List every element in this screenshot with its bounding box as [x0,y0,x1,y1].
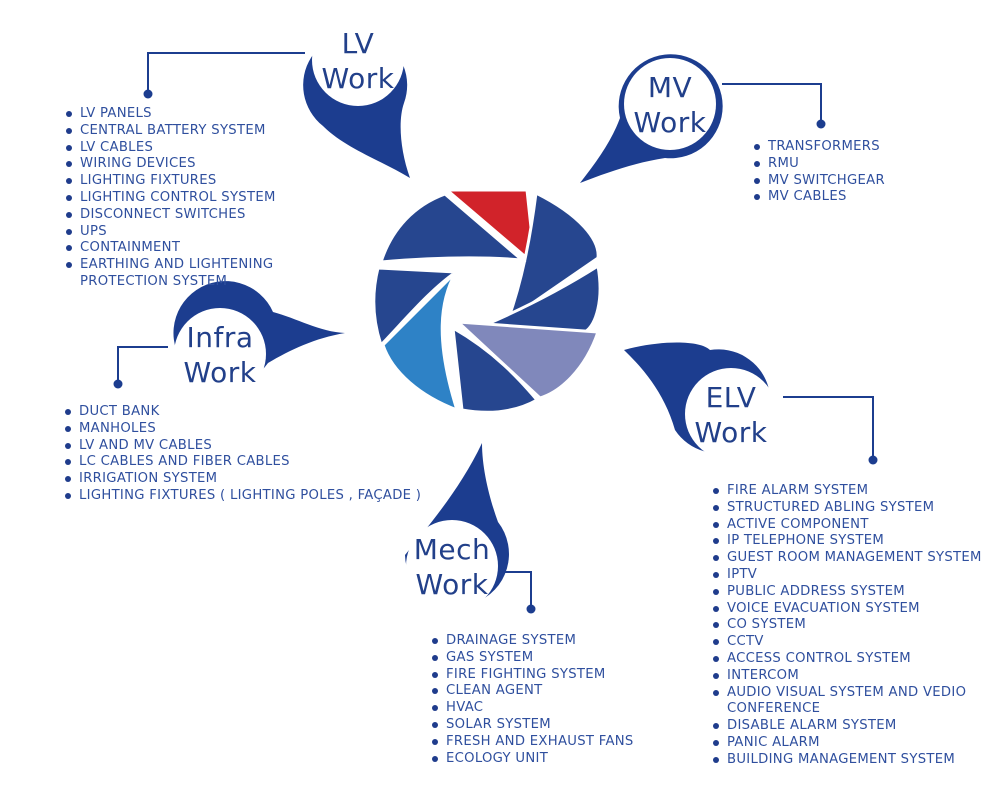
list-item: DUCT BANK [65,404,465,421]
infra-title: Infra Work [170,320,270,390]
list-item: IPTV [713,567,995,584]
mech-title-line2: Work [415,568,489,601]
list-item: MV SWITCHGEAR [754,173,954,190]
list-item: IRRIGATION SYSTEM [65,471,465,488]
list-item: ACCESS CONTROL SYSTEM [713,651,995,668]
aperture-blade [381,270,460,413]
elv-title-line1: ELV [705,381,757,414]
mech-pin [405,443,536,614]
list-item: PUBLIC ADDRESS SYSTEM [713,584,995,601]
aperture-blade [453,320,601,400]
mv-items: TRANSFORMERS RMU MV SWITCHGEAR MV CABLES [754,139,954,206]
mech-title-line1: Mech [413,533,491,566]
infra-title-line1: Infra [186,321,254,354]
list-item: CO SYSTEM [713,617,995,634]
lv-pin [143,14,410,179]
list-item: WIRING DEVICES [66,156,296,173]
list-item: FIRE FIGHTING SYSTEM [432,667,692,684]
list-item: ACTIVE COMPONENT [713,517,995,534]
infra-items: DUCT BANK MANHOLES LV AND MV CABLES LC C… [65,404,465,505]
list-item: FRESH AND EXHAUST FANS [432,734,692,751]
mv-title-line1: MV [647,71,693,104]
elv-pin [624,342,878,465]
list-item: CENTRAL BATTERY SYSTEM [66,123,296,140]
list-item: VOICE EVACUATION SYSTEM [713,601,995,618]
aperture-blade [372,266,461,348]
list-item: LIGHTING FIXTURES [66,173,296,190]
list-item: HVAC [432,700,692,717]
list-item: DISCONNECT SWITCHES [66,207,296,224]
list-item: LV AND MV CABLES [65,438,465,455]
list-item: FIRE ALARM SYSTEM [713,483,995,500]
list-item: ECOLOGY UNIT [432,751,692,768]
list-item: RMU [754,156,954,173]
infra-pin [113,281,345,400]
elv-title: ELV Work [681,380,781,450]
list-item: PANIC ALARM [713,735,995,752]
list-item: GUEST ROOM MANAGEMENT SYSTEM [713,550,995,567]
list-item: TRANSFORMERS [754,139,954,156]
list-item: EARTHING AND LIGHTENING PROTECTION SYSTE… [66,257,296,291]
list-item: CLEAN AGENT [432,683,692,700]
aperture-blade [451,325,540,414]
mv-title-line2: Work [633,106,707,139]
aperture-blade [378,192,527,264]
elv-title-line2: Work [694,416,768,449]
lv-title-line2: Work [321,62,395,95]
lv-title-line1: LV [341,27,375,60]
list-item: LIGHTING CONTROL SYSTEM [66,190,296,207]
elv-items: FIRE ALARM SYSTEM STRUCTURED ABLING SYST… [713,483,995,769]
list-item: INTERCOM [713,668,995,685]
aperture-icon [372,185,602,415]
list-item: LV CABLES [66,140,296,157]
list-item: GAS SYSTEM [432,650,692,667]
list-item: UPS [66,224,296,241]
list-item: BUILDING MANAGEMENT SYSTEM [713,752,995,769]
list-item: STRUCTURED ABLING SYSTEM [713,500,995,517]
list-item: CCTV [713,634,995,651]
mech-items: DRAINAGE SYSTEM GAS SYSTEM FIRE FIGHTING… [432,633,692,767]
list-item: LV PANELS [66,106,296,123]
list-item: MV CABLES [754,189,954,206]
list-item: DRAINAGE SYSTEM [432,633,692,650]
list-item: SOLAR SYSTEM [432,717,692,734]
list-item: AUDIO VISUAL SYSTEM AND VEDIO CONFERENCE [713,685,995,719]
list-item: CONTAINMENT [66,240,296,257]
list-item: MANHOLES [65,421,465,438]
list-item: IP TELEPHONE SYSTEM [713,533,995,550]
lv-title: LV Work [308,26,408,96]
infra-title-line2: Work [183,356,257,389]
list-item: DISABLE ALARM SYSTEM [713,718,995,735]
list-item: LIGHTING FIXTURES ( LIGHTING POLES , FAÇ… [65,488,465,505]
mech-title: Mech Work [402,532,502,602]
mv-pin [580,54,826,183]
mv-title: MV Work [620,70,720,140]
lv-items: LV PANELS CENTRAL BATTERY SYSTEM LV CABL… [66,106,296,291]
list-item: LC CABLES AND FIBER CABLES [65,454,465,471]
